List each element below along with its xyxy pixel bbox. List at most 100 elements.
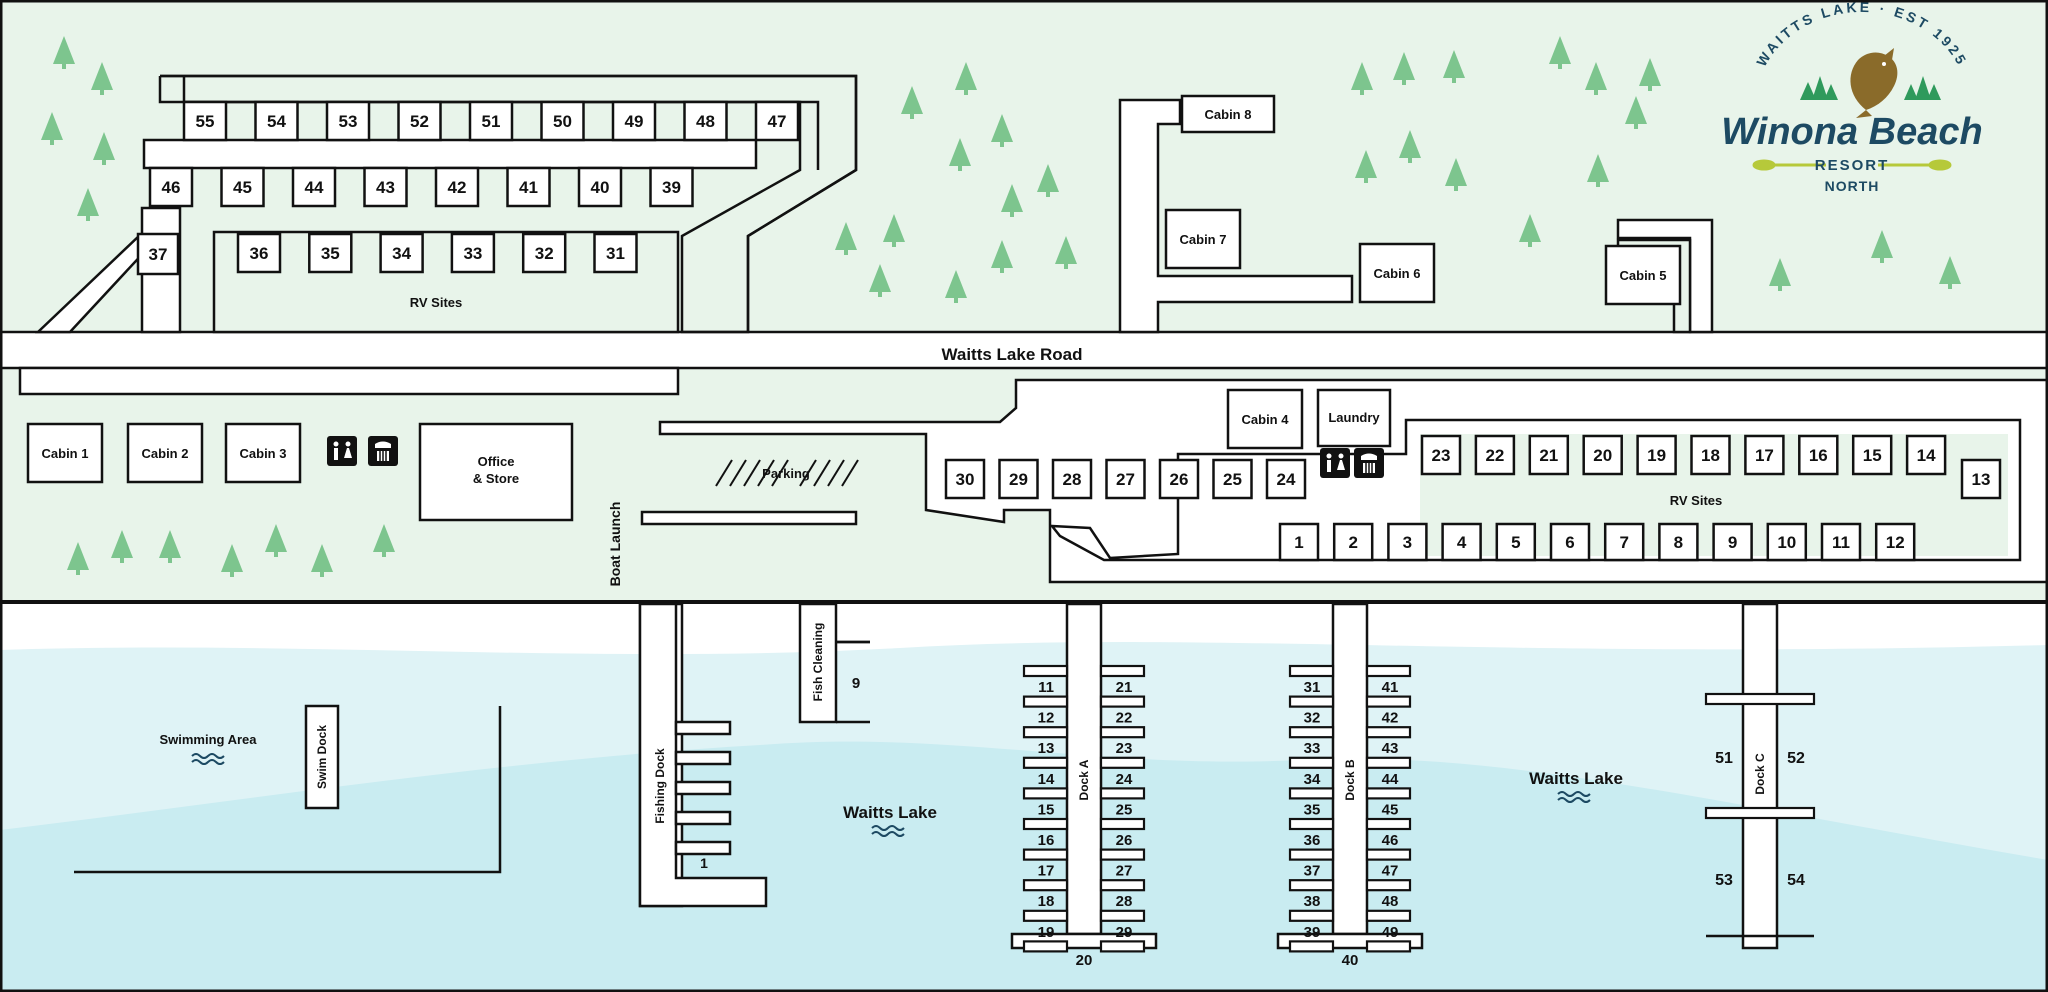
rv-site-box[interactable] (1495, 522, 1537, 562)
rv-site-box[interactable] (1332, 522, 1374, 562)
rv-site[interactable]: 45 (220, 166, 265, 208)
boat-slip-number[interactable]: 47 (1382, 863, 1399, 880)
rv-site-box[interactable] (577, 166, 623, 208)
cabin-4-building[interactable] (1226, 388, 1304, 450)
boat-slip-number[interactable]: 42 (1382, 710, 1399, 727)
rv-site[interactable]: 44 (291, 166, 337, 208)
rv-site-box[interactable] (1212, 458, 1253, 500)
rv-site[interactable]: 47 (754, 100, 800, 142)
boat-slip-number[interactable]: 40 (1342, 952, 1359, 969)
boat-slip-number[interactable]: 53 (1715, 872, 1733, 889)
rv-site-box[interactable] (611, 100, 657, 142)
boat-slip-number[interactable]: 21 (1116, 679, 1133, 696)
rv-site-box[interactable] (1441, 522, 1482, 562)
rv-site[interactable]: 23 (1420, 434, 1462, 476)
boat-slip-number[interactable]: 24 (1116, 771, 1133, 788)
boat-slip-number[interactable]: 38 (1304, 893, 1321, 910)
boat-slip-number[interactable]: 20 (1076, 952, 1093, 969)
cabin-8-building[interactable] (1180, 94, 1276, 134)
rv-site[interactable]: 15 (1851, 434, 1893, 476)
rv-site[interactable]: 12 (1874, 522, 1916, 562)
cabin-6-building[interactable] (1358, 242, 1436, 304)
rv-site-box[interactable] (1158, 458, 1200, 500)
rv-site[interactable]: 24 (1265, 458, 1307, 500)
boat-slip-number[interactable]: 17 (1038, 863, 1055, 880)
rv-site[interactable]: 27 (1105, 458, 1146, 500)
rv-site-box[interactable] (291, 166, 337, 208)
rv-site[interactable]: 13 (1960, 458, 2002, 500)
rv-site-box[interactable] (998, 458, 1039, 500)
rv-site-box[interactable] (1603, 522, 1645, 562)
rv-site[interactable]: 25 (1212, 458, 1253, 500)
rv-site[interactable]: 30 (944, 458, 986, 500)
rv-site-box[interactable] (363, 166, 408, 208)
rv-site-box[interactable] (1474, 434, 1516, 476)
boat-slip-number[interactable]: 26 (1116, 832, 1133, 849)
rv-site-box[interactable] (593, 232, 638, 274)
rv-site-box[interactable] (1265, 458, 1307, 500)
fish-cleaning-slip-9[interactable]: 9 (852, 675, 860, 692)
fishing-dock-slip-1[interactable]: 1 (700, 855, 708, 871)
boat-slip-number[interactable]: 14 (1038, 771, 1055, 788)
rv-site-box[interactable] (1387, 522, 1428, 562)
rv-site[interactable]: 10 (1766, 522, 1808, 562)
rv-site[interactable]: 36 (236, 232, 282, 274)
rv-site[interactable]: 35 (308, 232, 353, 274)
rv-site-box[interactable] (254, 100, 299, 142)
rv-site-box[interactable] (649, 166, 694, 208)
rv-site-box[interactable] (1582, 434, 1623, 476)
laundry-building[interactable] (1316, 388, 1392, 448)
cabin-1-building[interactable] (26, 422, 104, 484)
rv-site-box[interactable] (1636, 434, 1677, 476)
rv-site[interactable]: 7 (1603, 522, 1645, 562)
rv-site[interactable]: 8 (1658, 522, 1699, 562)
rv-site[interactable]: 46 (148, 166, 194, 208)
boat-slip-number[interactable]: 51 (1715, 750, 1733, 767)
boat-slip-number[interactable]: 39 (1304, 924, 1321, 941)
rv-site-box[interactable] (182, 100, 228, 142)
rv-site[interactable]: 14 (1905, 434, 1947, 476)
boat-slip-number[interactable]: 22 (1116, 710, 1133, 727)
boat-slip-number[interactable]: 52 (1787, 750, 1805, 767)
boat-slip-number[interactable]: 49 (1382, 924, 1399, 941)
rv-site[interactable]: 16 (1798, 434, 1839, 476)
rv-site-box[interactable] (540, 100, 585, 142)
rv-site-box[interactable] (754, 100, 800, 142)
rv-site[interactable]: 53 (325, 100, 371, 142)
rv-site[interactable]: 20 (1582, 434, 1623, 476)
rv-site[interactable]: 11 (1820, 522, 1862, 562)
rv-site[interactable]: 51 (468, 100, 514, 142)
rv-site[interactable]: 32 (521, 232, 567, 274)
rv-site-box[interactable] (468, 100, 514, 142)
boat-slip-number[interactable]: 11 (1038, 679, 1054, 696)
rv-site[interactable]: 18 (1690, 434, 1731, 476)
rv-site[interactable]: 41 (506, 166, 551, 208)
boat-slip-number[interactable]: 54 (1787, 872, 1805, 889)
rv-site-box[interactable] (1744, 434, 1785, 476)
rv-site-box[interactable] (1278, 522, 1320, 562)
rv-site[interactable]: 9 (1712, 522, 1753, 562)
rv-site-box[interactable] (1820, 522, 1862, 562)
rv-site[interactable]: 1 (1278, 522, 1320, 562)
boat-slip-number[interactable]: 33 (1304, 740, 1321, 757)
rv-site-box[interactable] (450, 232, 496, 274)
rv-site[interactable]: 6 (1549, 522, 1591, 562)
rv-site-box[interactable] (944, 458, 986, 500)
boat-slip-number[interactable]: 18 (1038, 893, 1055, 910)
cabin-3-building[interactable] (224, 422, 302, 484)
boat-slip-number[interactable]: 36 (1304, 832, 1321, 849)
boat-slip-number[interactable]: 32 (1304, 710, 1321, 727)
swim-dock[interactable] (304, 704, 340, 810)
boat-slip-number[interactable]: 44 (1382, 771, 1399, 788)
rv-site-box[interactable] (1905, 434, 1947, 476)
rv-site[interactable]: 52 (397, 100, 442, 142)
rv-site[interactable]: 31 (593, 232, 638, 274)
boat-slip-number[interactable]: 29 (1116, 924, 1133, 941)
rv-site-box[interactable] (683, 100, 728, 142)
rv-site[interactable]: 26 (1158, 458, 1200, 500)
rv-site-box[interactable] (1874, 522, 1916, 562)
rv-site-box[interactable] (1798, 434, 1839, 476)
cabin-5-building[interactable] (1604, 244, 1682, 306)
boat-slip-number[interactable]: 27 (1116, 863, 1133, 880)
rv-site-box[interactable] (1658, 522, 1699, 562)
